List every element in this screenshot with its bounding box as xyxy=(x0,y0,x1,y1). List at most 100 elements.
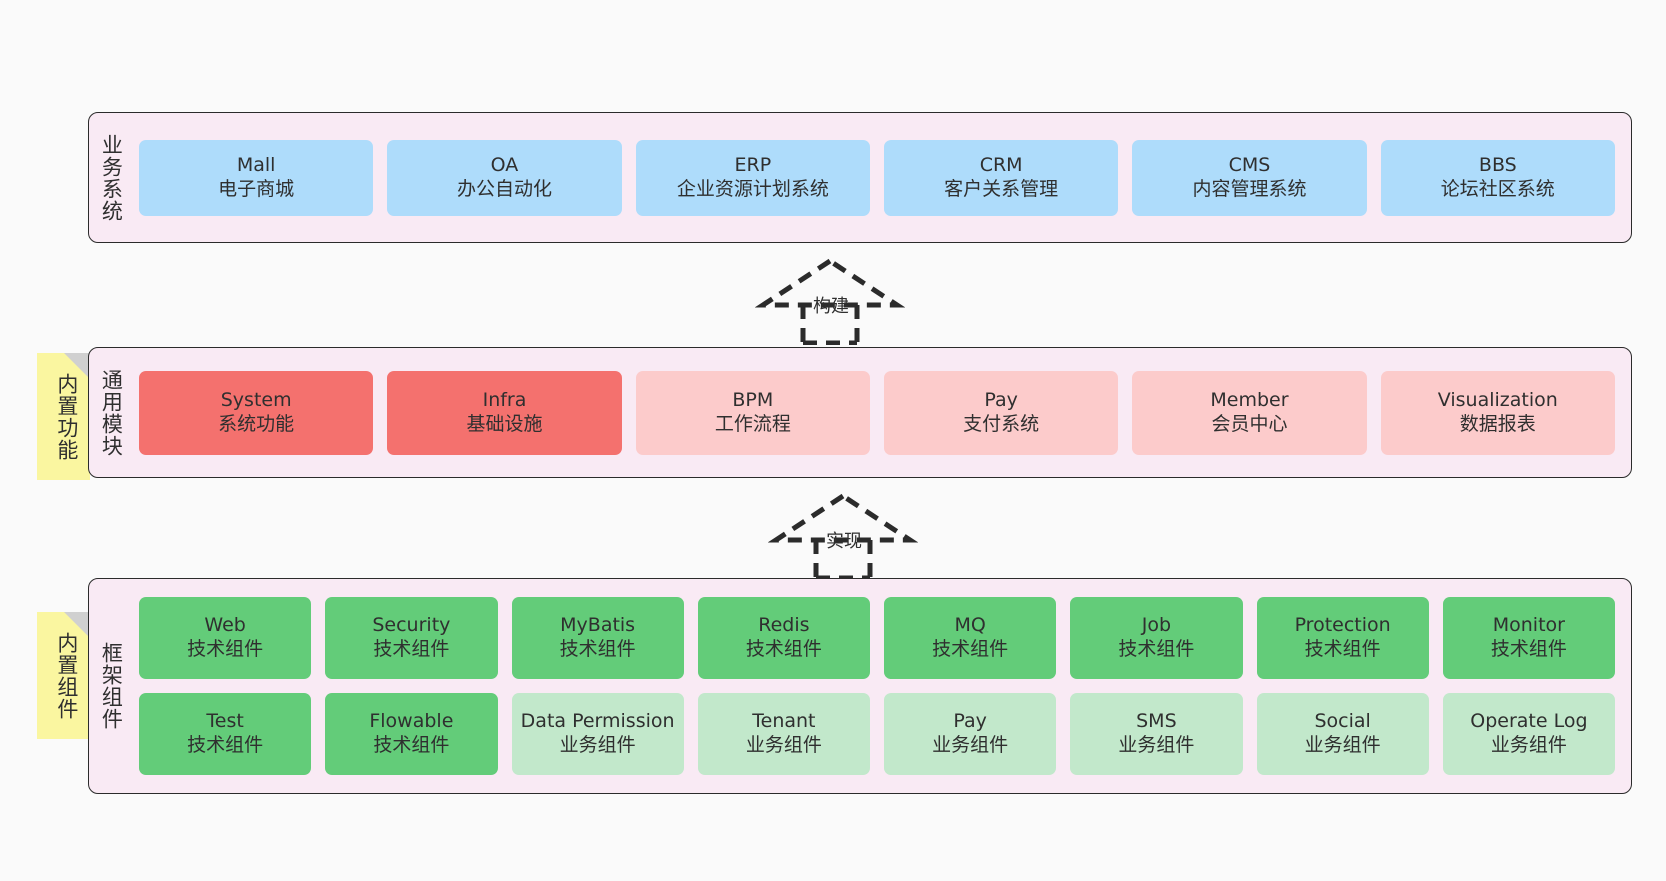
card-title: ERP xyxy=(734,153,772,176)
card-subtitle: 技术组件 xyxy=(187,734,264,756)
card-job[interactable]: Job 技术组件 xyxy=(1070,597,1243,679)
card-pay-component[interactable]: Pay 业务组件 xyxy=(884,693,1057,775)
card-bpm[interactable]: BPM 工作流程 xyxy=(635,370,870,455)
card-subtitle: 电子商城 xyxy=(218,177,295,200)
card-subtitle: 技术组件 xyxy=(1118,638,1195,660)
card-subtitle: 数据报表 xyxy=(1459,412,1536,435)
card-title: Operate Log xyxy=(1470,710,1588,733)
card-title: BPM xyxy=(732,388,774,411)
card-subtitle: 技术组件 xyxy=(1304,638,1381,660)
card-subtitle: 技术组件 xyxy=(373,638,450,660)
card-title: Pay xyxy=(953,710,987,733)
card-pay-module[interactable]: Pay 支付系统 xyxy=(883,370,1119,455)
card-subtitle: 支付系统 xyxy=(963,412,1040,435)
card-subtitle: 企业资源计划系统 xyxy=(676,177,829,200)
card-title: Protection xyxy=(1294,614,1391,637)
layer-title-business-system: 业务系统 xyxy=(99,133,124,222)
card-title: MyBatis xyxy=(560,614,636,637)
card-web[interactable]: Web 技术组件 xyxy=(139,597,312,679)
card-subtitle: 业务组件 xyxy=(559,734,636,756)
card-subtitle: 技术组件 xyxy=(745,638,822,660)
connector-label-build: 构建 xyxy=(813,296,849,317)
note-fold-corner-icon xyxy=(64,612,90,638)
card-test[interactable]: Test 技术组件 xyxy=(139,693,312,775)
card-subtitle: 技术组件 xyxy=(1490,638,1567,660)
card-title: Security xyxy=(372,614,451,637)
card-redis[interactable]: Redis 技术组件 xyxy=(697,597,870,679)
sticky-note-builtin-component: 内置组件 xyxy=(37,612,90,739)
layer-title-common-module: 通用模块 xyxy=(99,368,124,457)
card-subtitle: 工作流程 xyxy=(714,412,791,435)
card-title: System xyxy=(220,388,292,411)
card-row: Web 技术组件 Security 技术组件 MyBatis 技术组件 Redi… xyxy=(139,597,1615,679)
card-title: Pay xyxy=(984,388,1018,411)
card-title: CMS xyxy=(1228,153,1271,176)
card-system[interactable]: System 系统功能 xyxy=(139,370,374,455)
card-title: Data Permission xyxy=(520,710,675,733)
card-subtitle: 技术组件 xyxy=(559,638,636,660)
card-title: Web xyxy=(204,614,246,637)
sticky-note-label: 内置组件 xyxy=(54,631,79,720)
card-title: Infra xyxy=(482,388,527,411)
card-title: BBS xyxy=(1478,153,1517,176)
card-flowable[interactable]: Flowable 技术组件 xyxy=(325,693,498,775)
card-title: OA xyxy=(490,153,519,176)
card-subtitle: 办公自动化 xyxy=(456,177,552,200)
card-sms[interactable]: SMS 业务组件 xyxy=(1070,693,1243,775)
card-security[interactable]: Security 技术组件 xyxy=(325,597,498,679)
card-cms[interactable]: CMS 内容管理系统 xyxy=(1132,139,1367,216)
card-visualization[interactable]: Visualization 数据报表 xyxy=(1380,370,1615,455)
card-member[interactable]: Member 会员中心 xyxy=(1132,370,1367,455)
card-subtitle: 基础设施 xyxy=(466,412,543,435)
card-protection[interactable]: Protection 技术组件 xyxy=(1256,597,1429,679)
arrowhead-hollow-icon xyxy=(755,258,905,308)
layer-framework-component: 框架组件 Web 技术组件 Security 技术组件 MyBatis 技术组件… xyxy=(88,578,1632,794)
card-subtitle: 技术组件 xyxy=(932,638,1009,660)
card-subtitle: 客户关系管理 xyxy=(944,177,1059,200)
card-subtitle: 系统功能 xyxy=(218,412,295,435)
card-subtitle: 技术组件 xyxy=(373,734,450,756)
card-oa[interactable]: OA 办公自动化 xyxy=(387,139,622,216)
card-row: Test 技术组件 Flowable 技术组件 Data Permission … xyxy=(139,693,1615,775)
card-subtitle: 业务组件 xyxy=(1304,734,1381,756)
card-subtitle: 技术组件 xyxy=(187,638,264,660)
card-monitor[interactable]: Monitor 技术组件 xyxy=(1442,597,1615,679)
connector-label-implement: 实现 xyxy=(826,531,862,552)
note-fold-corner-icon xyxy=(64,353,90,379)
card-operate-log[interactable]: Operate Log 业务组件 xyxy=(1442,693,1615,775)
card-infra[interactable]: Infra 基础设施 xyxy=(387,370,622,455)
card-title: SMS xyxy=(1136,710,1177,733)
arrowhead-hollow-icon xyxy=(768,493,918,543)
card-mall[interactable]: Mall 电子商城 xyxy=(139,139,374,216)
layer-body-common-module: System 系统功能 Infra 基础设施 BPM 工作流程 Pay 支付系统… xyxy=(133,348,1631,477)
card-row: System 系统功能 Infra 基础设施 BPM 工作流程 Pay 支付系统… xyxy=(139,370,1615,455)
card-tenant[interactable]: Tenant 业务组件 xyxy=(697,693,870,775)
card-bbs[interactable]: BBS 论坛社区系统 xyxy=(1380,139,1615,216)
layer-body-framework-component: Web 技术组件 Security 技术组件 MyBatis 技术组件 Redi… xyxy=(133,579,1631,793)
card-mq[interactable]: MQ 技术组件 xyxy=(884,597,1057,679)
card-title: Tenant xyxy=(752,710,816,733)
card-title: Flowable xyxy=(369,710,454,733)
card-mybatis[interactable]: MyBatis 技术组件 xyxy=(511,597,684,679)
card-subtitle: 会员中心 xyxy=(1211,412,1288,435)
card-crm[interactable]: CRM 客户关系管理 xyxy=(883,139,1119,216)
card-subtitle: 业务组件 xyxy=(932,734,1009,756)
card-title: Social xyxy=(1314,710,1371,733)
card-title: Visualization xyxy=(1437,388,1558,411)
card-title: CRM xyxy=(979,153,1023,176)
layer-common-module: 通用模块 System 系统功能 Infra 基础设施 BPM 工作流程 Pay… xyxy=(88,347,1632,478)
card-subtitle: 业务组件 xyxy=(745,734,822,756)
card-subtitle: 业务组件 xyxy=(1490,734,1567,756)
card-title: Member xyxy=(1210,388,1289,411)
card-subtitle: 内容管理系统 xyxy=(1192,177,1307,200)
card-title: MQ xyxy=(954,614,986,637)
connector-build xyxy=(755,258,905,345)
card-data-permission[interactable]: Data Permission 业务组件 xyxy=(511,693,684,775)
card-title: Monitor xyxy=(1492,614,1565,637)
card-subtitle: 论坛社区系统 xyxy=(1440,177,1555,200)
card-social[interactable]: Social 业务组件 xyxy=(1256,693,1429,775)
sticky-note-builtin-function: 内置功能 xyxy=(37,353,90,480)
card-erp[interactable]: ERP 企业资源计划系统 xyxy=(635,139,870,216)
card-subtitle: 业务组件 xyxy=(1118,734,1195,756)
